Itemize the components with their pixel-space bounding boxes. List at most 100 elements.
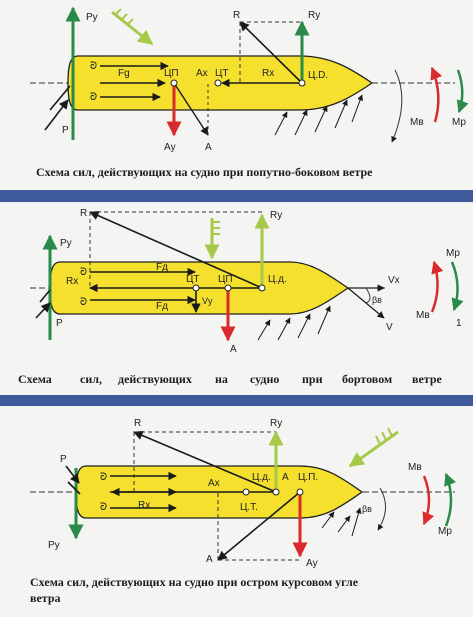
svg-text:ветре: ветре bbox=[412, 372, 443, 386]
diagram-2: ᘐ ᘐ R bbox=[18, 208, 464, 386]
label-ry: Ry bbox=[270, 210, 282, 221]
moment-mr-arrow bbox=[450, 261, 464, 312]
label-mr: Mр bbox=[438, 526, 452, 537]
label-cp: ЦП bbox=[164, 68, 179, 79]
label-p: P bbox=[60, 454, 67, 465]
label-ct: Ц.Т. bbox=[240, 502, 258, 513]
angle-arc bbox=[377, 487, 386, 531]
svg-text:сил,: сил, bbox=[80, 372, 102, 386]
force-p-arrow bbox=[35, 302, 51, 319]
label-r: R bbox=[134, 418, 141, 429]
moment-mv-arrow bbox=[430, 66, 443, 123]
moment-mv-arrow bbox=[422, 475, 435, 526]
angle-arc bbox=[365, 287, 371, 304]
label-fg: Fg bbox=[118, 68, 130, 79]
propeller-icon: ᘐ bbox=[80, 267, 87, 278]
water-pressure-arrows bbox=[257, 305, 331, 341]
point-ct bbox=[214, 79, 222, 87]
label-vx: Vx bbox=[388, 275, 400, 286]
svg-text:на: на bbox=[215, 372, 228, 386]
force-r-arrow bbox=[89, 211, 263, 289]
point-cd bbox=[258, 284, 266, 292]
label-cd: Ц.D. bbox=[308, 70, 328, 81]
point-ct bbox=[242, 488, 250, 496]
label-mv: Mв bbox=[410, 117, 424, 128]
label-beta: βв bbox=[372, 295, 382, 305]
caption-3-line1: Схема сил, действующих на судно при остр… bbox=[30, 575, 359, 589]
point-cp bbox=[296, 488, 304, 496]
point-cd bbox=[298, 79, 306, 87]
caption-1: Схема сил, действующих на судно при попу… bbox=[36, 165, 373, 179]
point-cd bbox=[272, 488, 280, 496]
label-r: R bbox=[233, 10, 240, 21]
force-r-arrow bbox=[133, 430, 277, 493]
label-py: Pу bbox=[60, 238, 72, 249]
svg-text:бортовом: бортовом bbox=[342, 372, 392, 386]
moment-mr-arrow bbox=[444, 472, 456, 527]
rudder-line bbox=[39, 289, 51, 303]
diagram-1: ᘐ ᘐ bbox=[30, 6, 469, 179]
label-ax: Ax bbox=[196, 68, 208, 79]
force-r-arrow bbox=[239, 21, 303, 84]
label-ct: ЦТ bbox=[215, 68, 229, 79]
wind-arrow bbox=[111, 10, 154, 46]
label-cd: Ц.д. bbox=[268, 274, 287, 285]
point-cp bbox=[170, 79, 178, 87]
label-mv: Mв bbox=[408, 462, 422, 473]
label-a: A bbox=[205, 142, 212, 153]
moment-mr-arrow bbox=[456, 69, 469, 114]
point-cp bbox=[224, 284, 232, 292]
propeller-icon: ᘐ bbox=[80, 297, 87, 308]
caption-2: Схема сил, действующих на судно при борт… bbox=[18, 372, 443, 386]
force-a-arrow bbox=[173, 82, 209, 136]
svg-text:Схема: Схема bbox=[18, 372, 52, 386]
force-p-arrow bbox=[44, 99, 69, 131]
label-ax: Ax bbox=[208, 478, 220, 489]
label-mr: Mр bbox=[452, 117, 466, 128]
separator-1 bbox=[0, 190, 473, 202]
label-ry: Ry bbox=[308, 10, 320, 21]
label-fd-bottom: Fд bbox=[156, 301, 168, 312]
propeller-icon: ᘐ bbox=[90, 92, 97, 103]
label-v: V bbox=[386, 322, 393, 333]
label-r: R bbox=[80, 208, 87, 219]
label-fd-top: Fд bbox=[156, 262, 168, 273]
label-a-lower: A bbox=[206, 554, 213, 565]
label-one: 1 bbox=[456, 318, 462, 329]
label-rx: Rx bbox=[66, 276, 78, 287]
label-ay: Aу bbox=[164, 142, 176, 153]
force-a-arrow bbox=[217, 491, 301, 561]
label-beta: βв bbox=[362, 504, 372, 514]
label-ct: ЦТ bbox=[186, 274, 200, 285]
svg-text:судно: судно bbox=[250, 372, 279, 386]
label-rx: Rx bbox=[262, 68, 274, 79]
label-a: A bbox=[282, 472, 289, 483]
moment-mv-arrow bbox=[430, 260, 444, 313]
label-a: A bbox=[230, 344, 237, 355]
propeller-icon: ᘐ bbox=[100, 472, 107, 483]
label-p: P bbox=[62, 125, 69, 136]
label-py: Pу bbox=[86, 12, 98, 23]
label-cp: Ц.П. bbox=[298, 472, 318, 483]
diagram-3: ᘐ ᘐ R Ry bbox=[30, 418, 456, 605]
label-mv: Mв bbox=[416, 310, 430, 321]
propeller-icon: ᘐ bbox=[90, 61, 97, 72]
water-pressure-arrows bbox=[274, 94, 363, 136]
svg-text:при: при bbox=[302, 372, 323, 386]
rudder-line bbox=[49, 85, 71, 111]
rudder-line bbox=[67, 481, 81, 495]
label-ay: Aу bbox=[306, 558, 318, 569]
label-py: Pу bbox=[48, 540, 60, 551]
label-cp: ЦП bbox=[218, 274, 233, 285]
label-ry: Ry bbox=[270, 418, 282, 429]
label-p: P bbox=[56, 318, 63, 329]
wind-feather-icon bbox=[375, 427, 393, 445]
svg-text:действующих: действующих bbox=[118, 372, 192, 386]
wind-feather-icon bbox=[212, 221, 220, 235]
label-vy: Vу bbox=[202, 296, 213, 306]
label-rx: Rx bbox=[138, 500, 150, 511]
force-p-arrow bbox=[65, 465, 80, 484]
point-ct bbox=[192, 284, 200, 292]
caption-3-line2: ветра bbox=[30, 591, 61, 605]
